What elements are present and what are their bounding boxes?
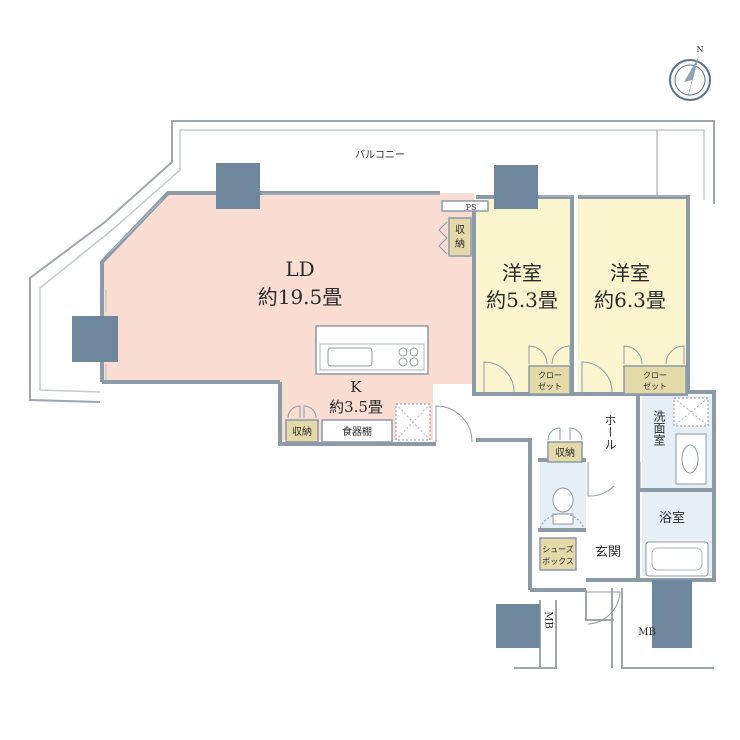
hall-storage: 収納 xyxy=(547,427,583,463)
ps: PS xyxy=(441,200,489,212)
mb-left-label: MB xyxy=(543,611,554,629)
kitchen-area: 約3.5畳 xyxy=(329,398,383,416)
mb-right-label: MB xyxy=(638,627,656,638)
shoebox: シューズ ボックス xyxy=(539,537,577,571)
balcony: バルコニー xyxy=(29,120,715,403)
closet1-label-line2: ゼット xyxy=(538,381,562,391)
closet2-label-line2: ゼット xyxy=(643,381,667,391)
western1-name: 洋室 xyxy=(502,261,542,285)
toilet-icon xyxy=(552,487,574,525)
fridge xyxy=(395,403,431,441)
hall-label: ホール xyxy=(603,414,617,450)
bathroom: 浴室 xyxy=(645,510,709,577)
closet1: クロー ゼット xyxy=(528,345,571,395)
entrance-door xyxy=(586,591,621,625)
ld-floor xyxy=(102,193,474,440)
closet2: クロー ゼット xyxy=(623,345,687,395)
ld-storage-label-line2: 納 xyxy=(455,237,465,250)
sink-icon xyxy=(327,347,373,367)
cupboard-label: 食器棚 xyxy=(342,425,372,438)
windows xyxy=(105,193,686,380)
hall-corridor-floor xyxy=(586,440,638,580)
washbasin-icon xyxy=(681,444,699,474)
kitchen-storage: 収納 xyxy=(285,405,319,443)
kitchen-counter xyxy=(315,325,429,375)
western2-name: 洋室 xyxy=(610,261,650,285)
ld-storage-label-line1: 収 xyxy=(455,224,465,236)
western2-floor xyxy=(578,197,686,393)
western1-area: 約5.3畳 xyxy=(486,288,558,312)
closet2-label-line1: クロー xyxy=(643,371,667,380)
compass-north-label: N xyxy=(697,45,704,54)
columns xyxy=(72,163,692,648)
shoebox-label-line1: シューズ xyxy=(542,544,574,554)
western1-door xyxy=(483,361,515,393)
hall-storage-label: 収納 xyxy=(555,446,575,459)
cupboard: 食器棚 xyxy=(321,419,393,443)
entrance-label: 玄関 xyxy=(595,545,621,560)
closet1-label-line1: クロー xyxy=(538,371,562,380)
compass-icon: N xyxy=(669,45,711,104)
hall-floor xyxy=(476,396,638,440)
toilet-door xyxy=(587,462,615,497)
ld-storage: 収 納 xyxy=(438,217,472,257)
western1-floor xyxy=(476,197,572,393)
washroom: 洗面室 xyxy=(652,397,709,485)
western2-door xyxy=(581,361,613,393)
kitchen-storage-label: 収納 xyxy=(292,425,312,438)
shoebox-label-line2: ボックス xyxy=(542,557,574,566)
bathroom-label: 浴室 xyxy=(659,510,685,526)
ld-area: 約19.5畳 xyxy=(258,285,343,309)
washroom-label-line1: 洗面室 xyxy=(652,410,666,446)
kitchen-door xyxy=(435,405,473,443)
western2-area: 約6.3畳 xyxy=(594,288,666,312)
toilet-door-swing xyxy=(539,513,585,529)
balcony-label: バルコニー xyxy=(355,149,405,161)
ld-name: LD xyxy=(285,257,314,281)
kitchen-name: K xyxy=(350,378,362,396)
ps-label: PS xyxy=(466,203,477,212)
